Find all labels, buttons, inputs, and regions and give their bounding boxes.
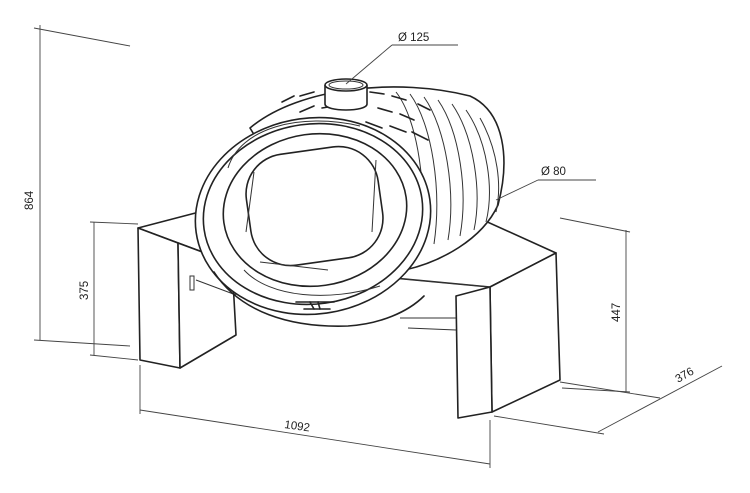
label-bench-side-height: 447 bbox=[611, 303, 623, 322]
flue-pipe bbox=[324, 78, 368, 111]
label-total-height: 864 bbox=[24, 190, 36, 210]
label-bench-height: 375 bbox=[79, 281, 91, 300]
stove-handle bbox=[295, 301, 335, 310]
stove-door bbox=[194, 116, 432, 316]
stove-body bbox=[194, 78, 505, 327]
label-bench-width: 1092 bbox=[284, 419, 311, 434]
drum-ribs bbox=[395, 91, 500, 249]
label-flue-diameter: Ø 125 bbox=[398, 32, 429, 44]
label-bench-depth: 376 bbox=[674, 366, 697, 386]
label-air-inlet-diameter: Ø 80 bbox=[541, 166, 566, 178]
dimension-lines bbox=[33, 25, 723, 468]
